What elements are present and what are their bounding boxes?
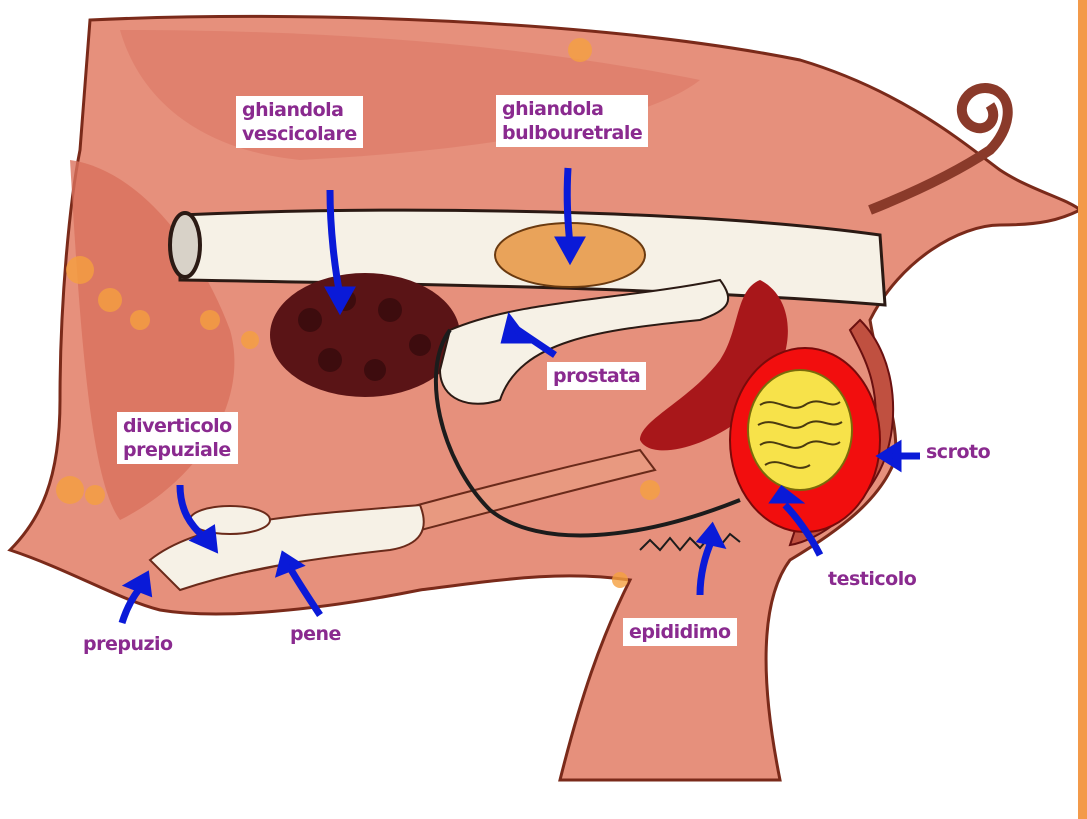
label-line: ghiandola: [242, 98, 357, 122]
tube-opening: [170, 213, 200, 277]
label-pene: pene: [290, 622, 341, 646]
testis-core: [748, 370, 852, 490]
label-epididimo: epididimo: [623, 618, 737, 646]
label-ghiandola-vescicolare: ghiandola vescicolare: [236, 96, 363, 148]
vesicular-gland: [270, 273, 460, 397]
label-ghiandola-bulbouretrale: ghiandola bulbouretrale: [496, 95, 648, 147]
frame-edge-right: [1078, 0, 1087, 819]
preputial-diverticulum-sac: [190, 506, 270, 534]
label-scroto: scroto: [920, 438, 996, 466]
label-testicolo: testicolo: [828, 567, 916, 591]
label-line: ghiandola: [502, 97, 642, 121]
label-line: prepuziale: [123, 438, 232, 462]
label-prostata: prostata: [547, 362, 646, 390]
label-line: vescicolare: [242, 122, 357, 146]
label-diverticolo-prepuziale: diverticolo prepuziale: [117, 412, 238, 464]
label-line: bulbouretrale: [502, 121, 642, 145]
label-line: diverticolo: [123, 414, 232, 438]
label-prepuzio: prepuzio: [83, 632, 173, 656]
